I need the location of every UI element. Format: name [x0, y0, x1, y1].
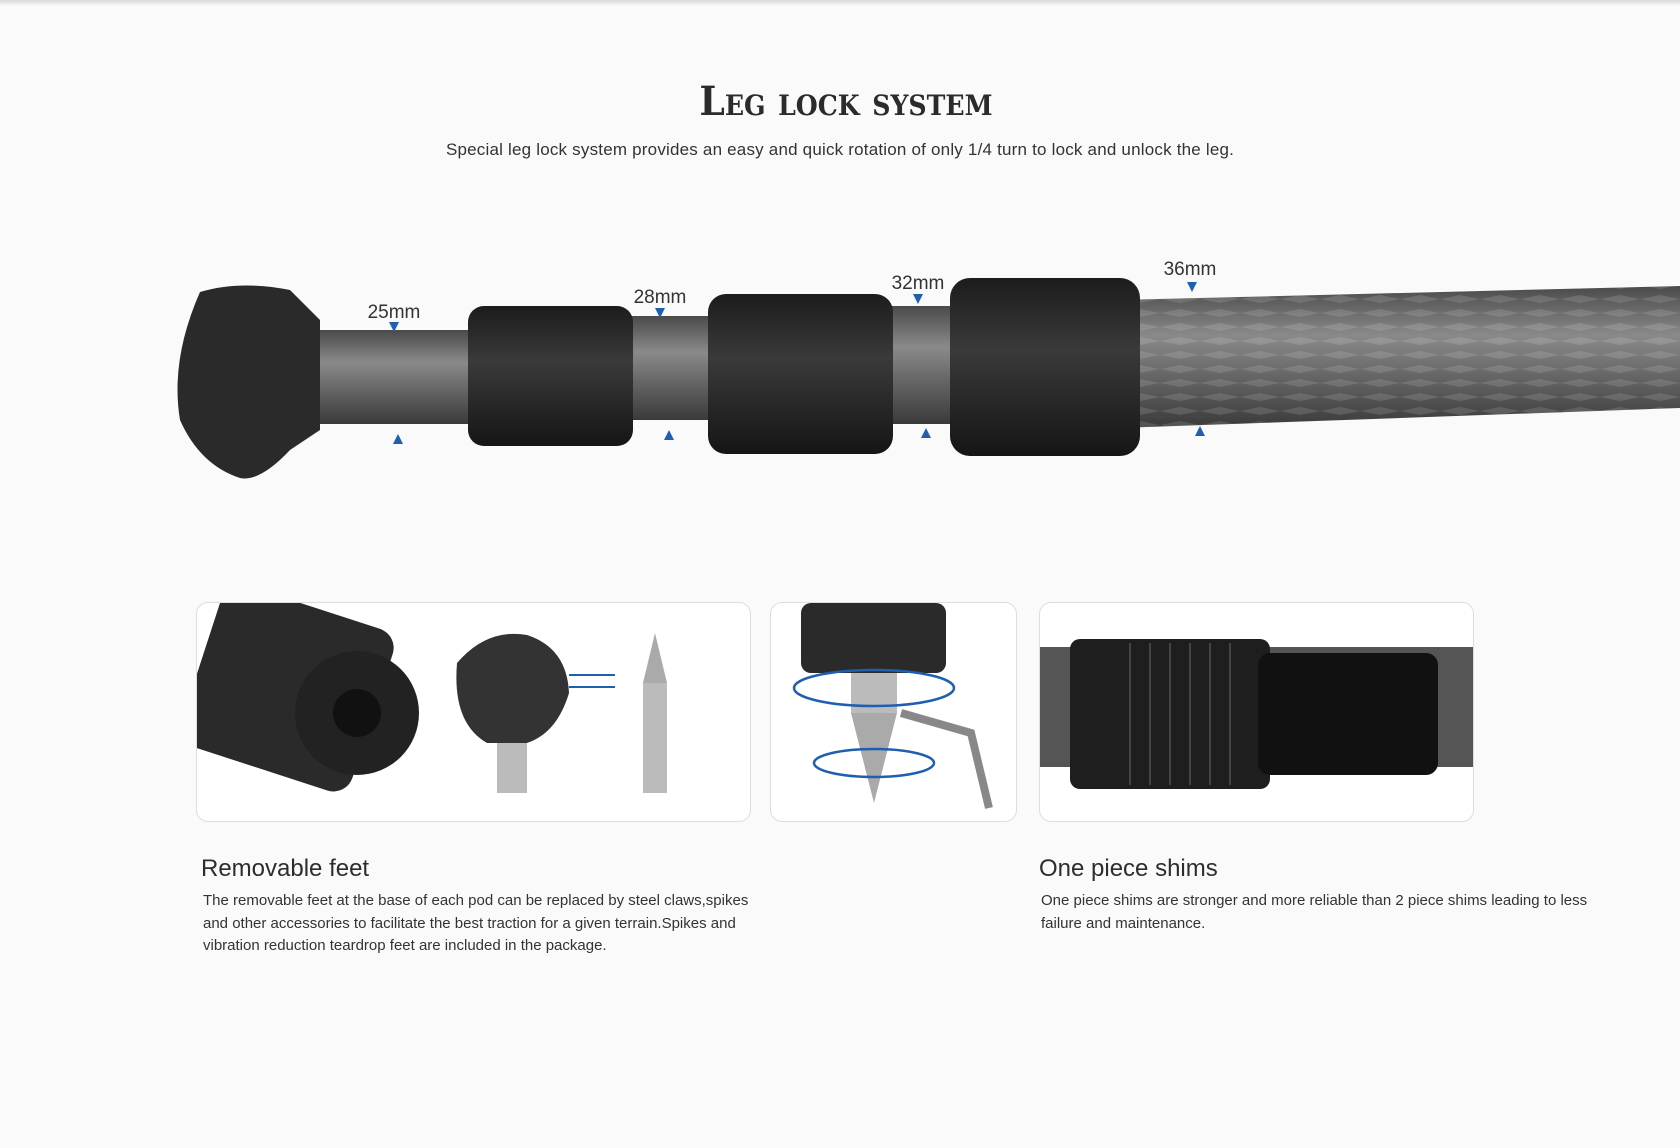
- diameter-label: 36mm: [1164, 259, 1217, 280]
- feature-title: Removable feet: [201, 855, 370, 882]
- feature-description: The removable feet at the base of each p…: [203, 892, 749, 954]
- removable-feet-image: [196, 602, 751, 822]
- feature-description: One piece shims are stronger and more re…: [1041, 892, 1588, 932]
- rubber-foot: [177, 285, 320, 479]
- diameter-label: 32mm: [892, 273, 945, 294]
- diameter-label: 25mm: [368, 302, 421, 323]
- tripod-leg-diagram: 25mm 28mm 32mm 36mm: [177, 259, 1680, 479]
- feature-title: One piece shims: [1039, 855, 1218, 882]
- diameter-label: 28mm: [634, 287, 687, 308]
- top-shadow: [0, 0, 1680, 6]
- page-title: Leg lock system: [699, 78, 993, 125]
- leg-lock-knobs: [468, 278, 1140, 456]
- page-subtitle: Special leg lock system provides an easy…: [445, 140, 1235, 159]
- one-piece-shims-image: [1039, 602, 1474, 822]
- spike-install-image: [770, 602, 1017, 822]
